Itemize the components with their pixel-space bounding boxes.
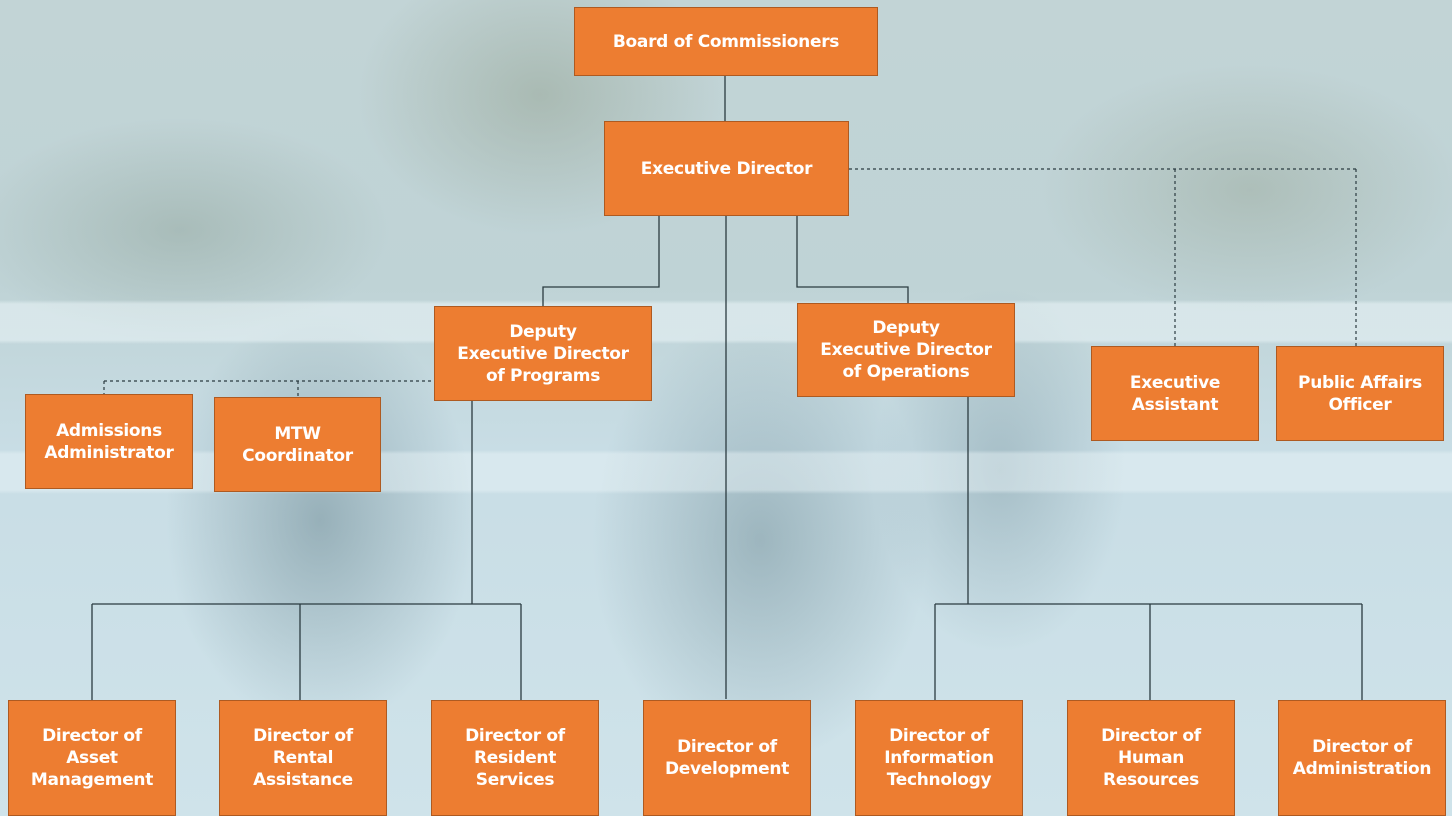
mtw-coordinator-box: MTW Coordinator — [214, 397, 381, 492]
director-rental-assistance-box: Director of Rental Assistance — [219, 700, 387, 816]
board-of-commissioners-label: Board of Commissioners — [612, 31, 840, 52]
director-information-technology-label: Director of Information Technology — [884, 726, 994, 790]
director-asset-management-box: Director of Asset Management — [8, 700, 176, 816]
director-resident-services-label: Director of Resident Services — [465, 726, 565, 790]
director-development-label: Director of Development — [664, 737, 790, 779]
connector-executive-deputy-operations — [796, 216, 909, 303]
executive-director-box: Executive Director — [604, 121, 849, 216]
executive-assistant-box: Executive Assistant — [1091, 346, 1259, 441]
director-information-technology-box: Director of Information Technology — [855, 700, 1023, 816]
director-administration-label: Director of Administration — [1292, 737, 1432, 779]
director-human-resources-box: Director of Human Resources — [1067, 700, 1235, 816]
admissions-administrator-box: Admissions Administrator — [25, 394, 193, 489]
director-human-resources-label: Director of Human Resources — [1101, 726, 1201, 790]
deputy-director-operations-label: Deputy Executive Director of Operations — [820, 318, 992, 382]
director-development-box: Director of Development — [643, 700, 811, 816]
executive-assistant-label: Executive Assistant — [1129, 372, 1221, 415]
mtw-coordinator-label: MTW Coordinator — [242, 423, 353, 466]
connector-executive-deputy-programs — [542, 216, 660, 306]
public-affairs-officer-label: Public Affairs Officer — [1298, 372, 1422, 415]
director-administration-box: Director of Administration — [1278, 700, 1446, 816]
deputy-director-programs-box: Deputy Executive Director of Programs — [434, 306, 652, 401]
deputy-director-operations-box: Deputy Executive Director of Operations — [797, 303, 1015, 397]
deputy-director-programs-label: Deputy Executive Director of Programs — [457, 321, 629, 386]
public-affairs-officer-box: Public Affairs Officer — [1276, 346, 1444, 441]
executive-director-label: Executive Director — [640, 158, 813, 179]
board-of-commissioners-box: Board of Commissioners — [574, 7, 878, 76]
director-resident-services-box: Director of Resident Services — [431, 700, 599, 816]
admissions-administrator-label: Admissions Administrator — [44, 420, 174, 463]
director-rental-assistance-label: Director of Rental Assistance — [253, 726, 353, 790]
director-asset-management-label: Director of Asset Management — [30, 726, 154, 790]
